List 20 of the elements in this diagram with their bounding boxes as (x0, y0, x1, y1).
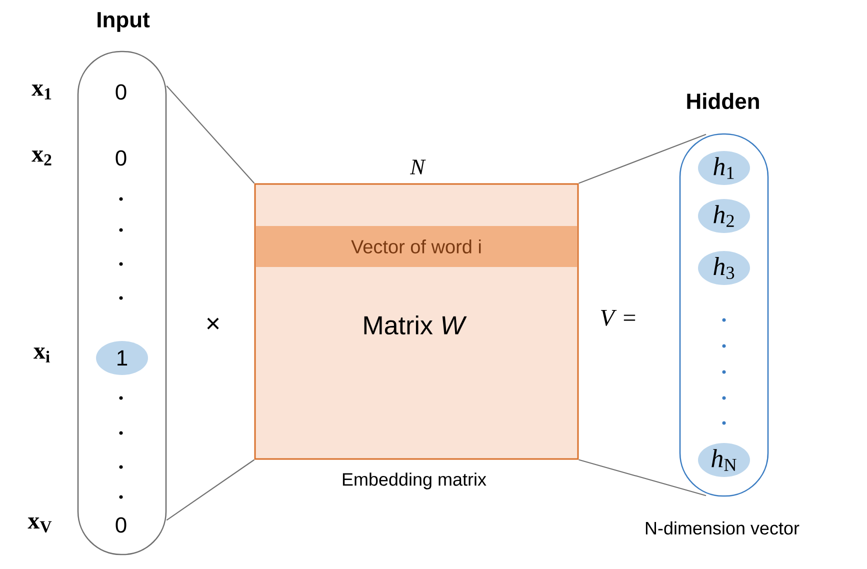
column-heading: Input (98, 12, 150, 32)
variable-label: x$_{V}$ (28, 518, 52, 532)
operator-label: V = (601, 310, 636, 326)
projection-line (166, 459, 255, 521)
value-label: 0 (116, 517, 126, 533)
caption-label: N-dimension vector (646, 521, 800, 535)
caption-label: N (410, 160, 426, 174)
value-label: 0 (116, 150, 126, 166)
projection-line (578, 134, 706, 184)
column-heading: Hidden (687, 92, 759, 110)
operator-label: × (207, 318, 219, 330)
variable-label: x$_{2}$ (32, 150, 52, 166)
projection-line (578, 459, 706, 496)
variable-label: x$_{1}$ (32, 84, 52, 100)
row-band: Vector of word i (256, 226, 577, 267)
matrix-label: Matrix W (364, 315, 467, 335)
value-label: 0 (116, 84, 126, 100)
variable-label: x$_{i}$ (34, 348, 50, 362)
projection-line (166, 85, 255, 184)
caption-label: Embedding matrix (342, 472, 486, 490)
